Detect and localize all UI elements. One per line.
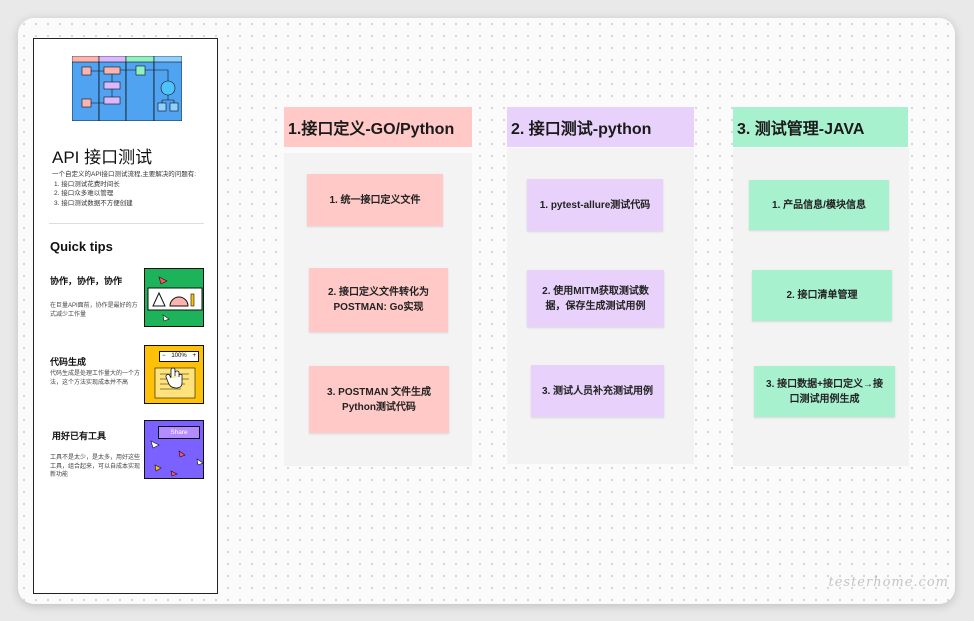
column-header[interactable]: 2. 接口测试-python: [507, 107, 694, 147]
description-item: 3. 接口测试数据不方便创建: [54, 199, 133, 207]
sticky-note[interactable]: 3. POSTMAN 文件生成Python测试代码: [309, 366, 449, 433]
tip-heading: 代码生成: [50, 357, 87, 367]
sticky-note[interactable]: 2. 接口定义文件转化为POSTMAN: Go实现: [309, 268, 448, 332]
description-item: 2. 接口众多难以管理: [54, 190, 114, 197]
tip-text: 工具不是太少，是太多，用好这些工具，组合起来，可以自成本实现新功能: [50, 455, 141, 478]
sticky-note[interactable]: 3. 测试人员补充测试用例: [531, 365, 664, 417]
collaboration-illustration: [144, 268, 204, 327]
tools-illustration: Share: [144, 420, 204, 479]
share-button-illustration: Share: [158, 426, 200, 439]
tip-heading: 用好已有工具: [52, 431, 107, 441]
sticky-note[interactable]: 1. pytest-allure测试代码: [527, 179, 663, 231]
column-header[interactable]: 1.接口定义-GO/Python: [284, 107, 472, 147]
template-info-panel: API 接口测试 一个自定义的API接口测试流程,主要解决的问题有: 1. 接口…: [33, 38, 218, 594]
sticky-note[interactable]: 3. 接口数据+接口定义→接口测试用例生成: [754, 366, 895, 417]
flowchart-illustration: [72, 56, 182, 121]
tip-text: 代码生成是处理工作量大的一个方法，这个方法实现成本并不高: [50, 371, 141, 386]
description-item: 1. 接口测试花费时间长: [54, 180, 120, 188]
tip-heading: 协作，协作，协作: [50, 276, 123, 286]
panel-title: API 接口测试: [52, 148, 153, 167]
zoom-level: 100%: [171, 353, 187, 359]
sticky-note[interactable]: 1. 统一接口定义文件: [307, 174, 443, 226]
panel-description: 一个自定义的API接口测试流程,主要解决的问题有: 1. 接口测试花费时间长 2…: [52, 170, 212, 208]
sticky-note[interactable]: 2. 使用MITM获取测试数据，保存生成测试用例: [527, 270, 664, 327]
column-header[interactable]: 3. 测试管理-JAVA: [733, 107, 908, 147]
tip-text: 在巨量API面前，协作是最好的方式减少工作量: [50, 303, 138, 318]
quick-tips-heading: Quick tips: [50, 239, 113, 254]
sticky-note[interactable]: 2. 接口清单管理: [752, 270, 892, 321]
watermark: testerhome.com: [828, 575, 949, 590]
description-intro: 一个自定义的API接口测试流程,主要解决的问题有:: [52, 171, 197, 178]
zoom-out-icon: −: [162, 353, 166, 359]
zoom-in-icon: +: [192, 353, 196, 359]
divider: [49, 223, 204, 224]
code-generation-illustration: − 100% +: [144, 345, 204, 404]
whiteboard-canvas[interactable]: API 接口测试 一个自定义的API接口测试流程,主要解决的问题有: 1. 接口…: [18, 18, 955, 604]
sticky-note[interactable]: 1. 产品信息/模块信息: [749, 180, 889, 230]
